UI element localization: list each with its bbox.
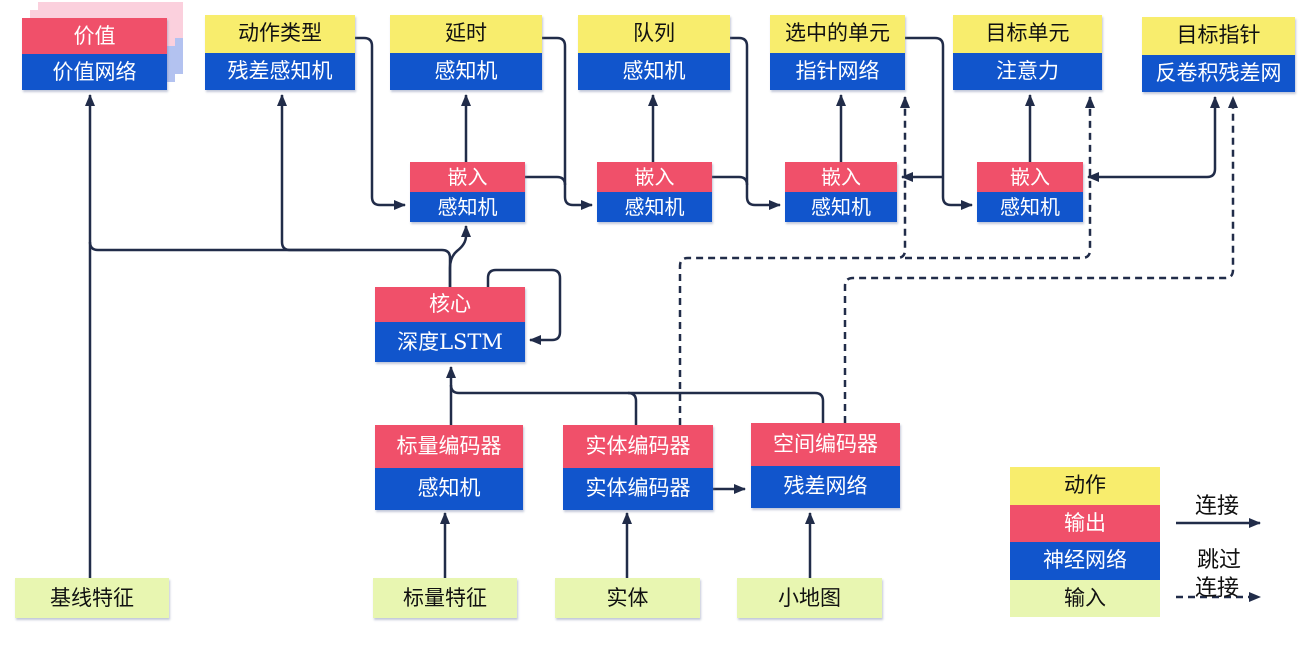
node-selected-units-action: 选中的单元	[770, 15, 905, 53]
node-embed2-output: 嵌入	[597, 162, 712, 192]
node-target-unit-network: 注意力	[953, 52, 1102, 90]
node-embed3-output: 嵌入	[785, 162, 897, 192]
node-spatial-encoder-network: 残差网络	[751, 465, 900, 508]
node-selected-units: 选中的单元 指针网络	[770, 15, 905, 90]
edge-core-self-loop	[486, 268, 562, 345]
node-minimap-label: 小地图	[737, 578, 882, 618]
node-embed2-network: 感知机	[597, 192, 712, 222]
node-target-pointer-network: 反卷积残差网	[1142, 54, 1295, 92]
node-value-output: 价值	[22, 18, 167, 54]
node-target-unit-action: 目标单元	[953, 15, 1102, 53]
edge-embed2-join	[712, 175, 749, 186]
edge-embed4-to-target-pointer	[1087, 96, 1220, 182]
node-scalar-features-label: 标量特征	[373, 578, 517, 618]
edge-embed1-join	[525, 175, 567, 186]
node-selected-units-network: 指针网络	[770, 52, 905, 90]
node-embed3: 嵌入 感知机	[785, 162, 897, 222]
node-entity-encoder-network: 实体编码器	[563, 467, 713, 510]
node-embed4: 嵌入 感知机	[977, 162, 1083, 222]
edge-core-output-bus	[88, 241, 452, 287]
legend-action-swatch: 动作	[1010, 467, 1160, 505]
node-embed1-output: 嵌入	[410, 162, 525, 192]
edge-action-type-to-embed1	[355, 36, 406, 210]
legend-skip-label-line1: 跳过	[1197, 548, 1242, 573]
node-embed1: 嵌入 感知机	[410, 162, 525, 222]
edge-entity-encoder-to-selected-units-skip	[678, 96, 910, 425]
node-target-pointer: 目标指针 反卷积残差网	[1142, 17, 1295, 92]
node-core: 核心 深度LSTM	[375, 287, 525, 362]
edge-queue-to-embed3	[730, 36, 781, 210]
node-embed1-network: 感知机	[410, 192, 525, 222]
node-scalar-encoder-output: 标量编码器	[375, 425, 523, 468]
node-queue-network: 感知机	[578, 52, 730, 90]
node-embed3-network: 感知机	[785, 192, 897, 222]
edge-core-to-embed1	[448, 225, 471, 287]
node-entity-encoder-output: 实体编码器	[563, 425, 713, 468]
node-delay-network: 感知机	[390, 52, 542, 90]
node-delay-action: 延时	[390, 15, 542, 53]
legend-skip-label-line2: 连接	[1195, 576, 1240, 601]
node-spatial-encoder: 空间编码器 残差网络	[751, 423, 900, 508]
legend-input-swatch: 输入	[1010, 579, 1160, 617]
edge-selected-units-to-embed4	[905, 36, 973, 210]
node-action-type-network: 残差感知机	[205, 52, 355, 90]
node-scalar-encoder: 标量编码器 感知机	[375, 425, 523, 510]
node-minimap: 小地图	[737, 578, 882, 618]
node-queue: 队列 感知机	[578, 15, 730, 90]
node-scalar-encoder-network: 感知机	[375, 467, 523, 510]
node-queue-action: 队列	[578, 15, 730, 53]
node-embed4-output: 嵌入	[977, 162, 1083, 192]
legend-connection-label: 连接	[1195, 494, 1240, 519]
edge-bus-to-action-type	[277, 94, 340, 252]
node-action-type: 动作类型 残差感知机	[205, 15, 355, 90]
edge-spatial-encoder-to-target-pointer-skip	[843, 96, 1238, 423]
node-delay: 延时 感知机	[390, 15, 542, 90]
node-value: 价值 价值网络	[22, 18, 167, 90]
node-entities-label: 实体	[555, 578, 700, 618]
node-entities: 实体	[555, 578, 700, 618]
node-baseline-features-label: 基线特征	[15, 578, 169, 618]
node-spatial-encoder-output: 空间编码器	[751, 423, 900, 466]
node-value-network: 价值网络	[22, 54, 167, 90]
edge-entity-encoder-join	[627, 391, 638, 425]
node-embed2: 嵌入 感知机	[597, 162, 712, 222]
node-scalar-features: 标量特征	[373, 578, 517, 618]
node-core-network: 深度LSTM	[375, 322, 525, 362]
edge-delay-to-embed2	[542, 36, 593, 210]
node-target-pointer-action: 目标指针	[1142, 17, 1295, 55]
legend-network-swatch: 神经网络	[1010, 542, 1160, 580]
node-embed4-network: 感知机	[977, 192, 1083, 222]
legend-color-key: 动作 输出 神经网络 输入	[1010, 467, 1160, 617]
node-action-type-action: 动作类型	[205, 15, 355, 53]
node-entity-encoder: 实体编码器 实体编码器	[563, 425, 713, 510]
legend-output-swatch: 输出	[1010, 504, 1160, 542]
node-core-output: 核心	[375, 287, 525, 322]
node-baseline-features: 基线特征	[15, 578, 169, 618]
edge-entity-encoder-to-target-unit-skip	[905, 96, 1095, 260]
node-target-unit: 目标单元 注意力	[953, 15, 1102, 90]
